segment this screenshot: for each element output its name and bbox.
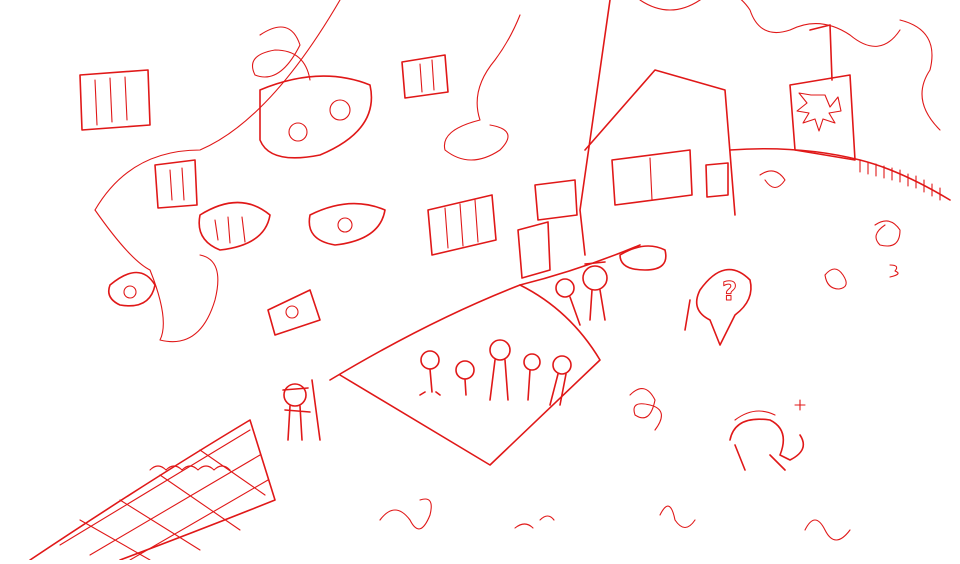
scribbles xyxy=(94,0,941,541)
building xyxy=(517,0,951,279)
window-frames xyxy=(79,54,578,336)
question-mark: ? xyxy=(722,277,737,307)
road xyxy=(29,244,641,561)
figures: ? xyxy=(282,245,806,471)
